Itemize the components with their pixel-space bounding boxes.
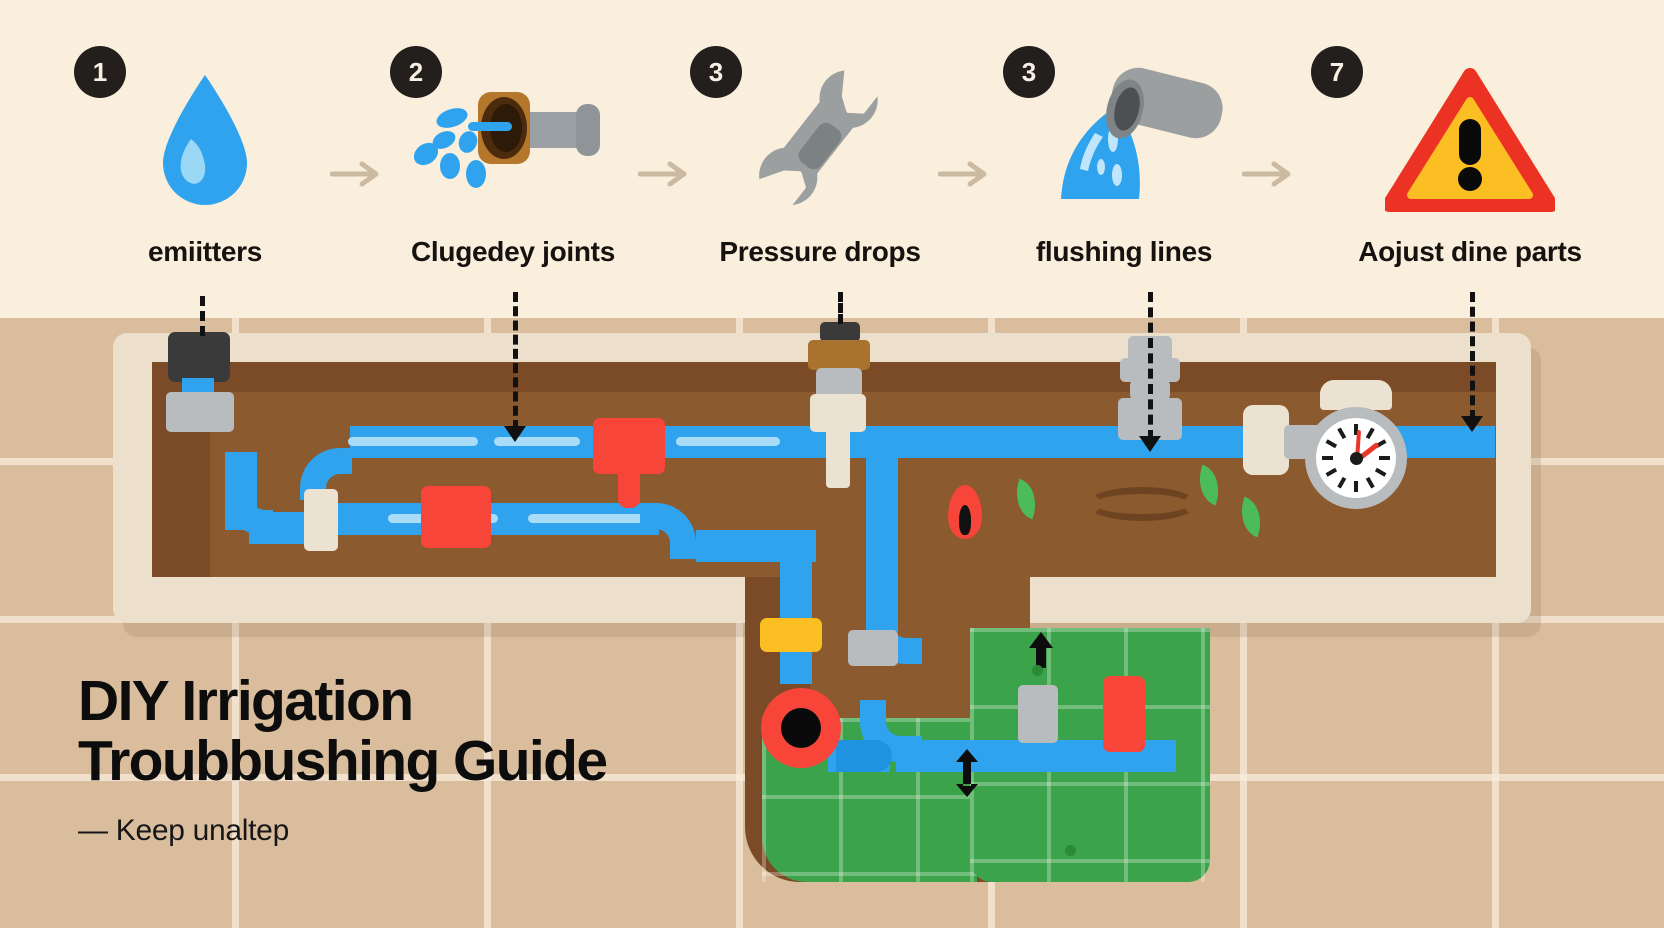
step-badge-2: 2 (390, 46, 442, 98)
pipe-sprinkler-stub (836, 740, 892, 772)
step-item-2[interactable]: 2 (390, 46, 628, 268)
step-arrow-1 (330, 161, 379, 187)
title-line-2: Troubbushing Guide (78, 728, 608, 793)
leader-flushing-lines (1148, 292, 1153, 440)
yellow-fitting[interactable] (760, 618, 822, 652)
leader-clogged-joints (513, 292, 518, 430)
pipe-sheen-b (494, 437, 580, 446)
pipe-secondary-to-riser (696, 530, 816, 562)
gauge-bracket (1320, 380, 1392, 410)
sprinkler-nozzle (781, 708, 821, 748)
leader-adjust-parts (1470, 292, 1475, 420)
arrow-up-marker (1029, 632, 1053, 668)
subtitle: — Keep unaltep (78, 813, 289, 847)
step-badge-5: 7 (1311, 46, 1363, 98)
brown-valve-riser[interactable] (808, 340, 870, 370)
elbow-upper-left (300, 448, 352, 500)
step-arrow-2 (638, 161, 687, 187)
step-item-4[interactable]: 3 flushing lines (1003, 46, 1239, 268)
steps-strip: 1 emiitters 2 (0, 0, 1664, 300)
pipe-sheen-c (676, 437, 780, 446)
step-arrow-4 (1242, 161, 1291, 187)
step-item-1[interactable]: 1 emiitters (74, 46, 320, 268)
warning-triangle-icon (1355, 64, 1585, 214)
gray-lawn-coupling[interactable] (1018, 685, 1058, 743)
gauge-hub (1350, 452, 1363, 465)
leaking-pipe-joint-icon (398, 64, 628, 214)
step-arrow-3 (938, 161, 987, 187)
valve-cap-black[interactable] (820, 322, 860, 342)
step-badge-1: 1 (74, 46, 126, 98)
step-badge-4: 3 (1003, 46, 1055, 98)
step-item-5[interactable]: 7 Aojust dine parts (1311, 46, 1585, 268)
brown-worm (1087, 487, 1197, 521)
root-core (959, 505, 971, 535)
leader-head-adjust-parts (1461, 416, 1483, 432)
leader-emitters (200, 296, 205, 336)
flushing-pipe-icon (1009, 64, 1239, 214)
red-valve-left[interactable] (421, 486, 491, 548)
branch-riser-center (866, 452, 898, 632)
inline-filter-white[interactable] (304, 489, 338, 551)
leader-head-flushing-lines (1139, 436, 1161, 452)
wrench-icon (705, 64, 935, 214)
step-label-3: Pressure drops (719, 236, 921, 267)
cream-valve-body[interactable] (810, 394, 866, 432)
red-root-flame (948, 485, 982, 539)
title-block: DIY Irrigation Troubbushing Guide — Keep… (78, 669, 718, 848)
step-badge-3: 3 (690, 46, 742, 98)
gauge-mount-block (1243, 405, 1289, 475)
step-label-2: Clugedey joints (411, 236, 615, 267)
leader-head-clogged-joints (504, 426, 526, 442)
cream-valve-stem (826, 428, 850, 488)
pressure-gauge-timer[interactable] (1305, 407, 1407, 509)
emitter-dot-1 (1032, 665, 1043, 676)
title-line-1: DIY Irrigation (78, 669, 414, 733)
water-drop-icon (90, 64, 320, 214)
leader-pressure-drops (838, 292, 843, 324)
gauge-face (1316, 418, 1396, 498)
step-item-3[interactable]: 3 Pressure drops (690, 46, 935, 268)
gray-inline-coupling[interactable] (848, 630, 898, 666)
red-tee-valve[interactable] (593, 418, 665, 474)
step-label-4: flushing lines (1035, 236, 1213, 267)
pipe-sheen-e (528, 514, 648, 523)
emitter-dot-2 (1065, 845, 1076, 856)
step-label-5: Aojust dine parts (1358, 236, 1582, 267)
red-tee-stem (618, 466, 640, 508)
background-top-band (0, 0, 1664, 320)
pipe-sheen-a (348, 437, 478, 446)
valve-gray-neck (816, 368, 862, 398)
gray-coupling[interactable] (166, 392, 234, 432)
step-label-1: emiitters (147, 236, 263, 267)
red-end-cap[interactable] (1103, 676, 1145, 752)
black-emitter-head[interactable] (168, 332, 230, 382)
arrow-updown-marker (956, 749, 978, 797)
